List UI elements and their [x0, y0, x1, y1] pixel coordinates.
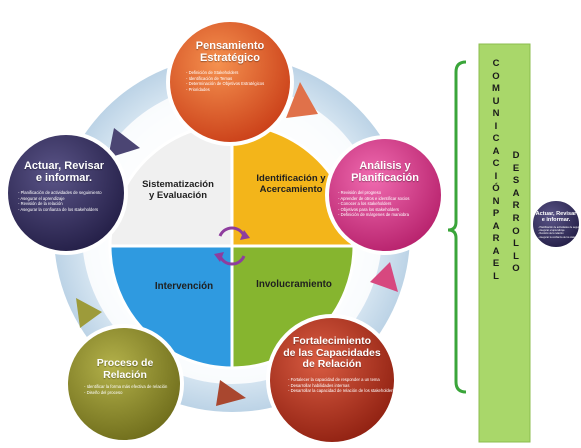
bullet-item: Aprender de otros e identificar socios [338, 196, 409, 202]
mini-bubble-title: Actuar, Revisar e informar. [535, 211, 577, 224]
vertical-letter: E [512, 162, 520, 174]
bullet-item: Planificación de actividades de seguimie… [18, 190, 102, 196]
vertical-letter: R [512, 212, 520, 224]
vertical-letter: D [512, 150, 520, 161]
bullet-item: Identificación de Temas [186, 76, 264, 82]
cycle-arrowhead-top [240, 230, 250, 240]
vertical-letter: O [512, 263, 520, 275]
bullet-item: Definición de márgenes de maniobra [338, 212, 409, 218]
green-bracket [447, 60, 467, 394]
vertical-letter: C [492, 158, 500, 169]
bullet-item: Fortalecer la capacidad de responder a u… [288, 377, 395, 383]
label-involucramiento: Involucramiento [256, 279, 332, 290]
title-actuar: Actuar, Revisar e informar. [23, 160, 105, 185]
vertical-letter: A [492, 220, 500, 232]
vertical-letter: L [493, 270, 499, 282]
title-proceso: Proceso de Relación [96, 357, 154, 381]
list-proceso: Identificar la forma más efectiva de rel… [84, 384, 168, 396]
vertical-letter: A [492, 245, 500, 257]
vertical-letter: O [512, 225, 520, 237]
label-sistematizacion: Sistematización y Evaluación [142, 179, 214, 201]
bullet-item: Planificación de actividades de seguimie… [538, 226, 581, 229]
vertical-letter: C [492, 133, 500, 144]
list-actuar: Planificación de actividades de seguimie… [18, 190, 102, 213]
arrow-triangle-2 [370, 262, 398, 292]
list-analisis: Revisión del progresoAprender de otros e… [338, 190, 409, 218]
arrow-triangle-3 [216, 380, 246, 406]
bullet-item: Asegurar la confianza de los stakeholder… [538, 236, 581, 239]
arrow-triangle-5 [108, 128, 140, 158]
bullet-item: Desarrollar la capacidad de relación de … [288, 388, 395, 394]
title-analisis: Análisis y Planificación [351, 160, 419, 185]
vertical-letter: A [492, 145, 500, 157]
vertical-letter: A [512, 187, 520, 199]
bullet-item: Objetivos para los stakeholders [338, 207, 409, 213]
cycle-arrowhead-bottom [214, 252, 224, 262]
title-fortalecimiento: Fortalecimiento de las Capacidades de Re… [283, 335, 381, 371]
arrow-triangle-1 [286, 82, 318, 118]
vertical-letter: N [492, 195, 500, 207]
vertical-letter: L [513, 238, 519, 250]
bullet-item: Conocer a los stakeholders [338, 201, 409, 207]
label-identificacion: Identificación y Acercamiento [256, 173, 326, 195]
bullet-item: Revisión del progreso [338, 190, 409, 196]
bullet-item: Determinación de Objetivos Estratégicos [186, 81, 265, 87]
bullet-item: Asegurar el aprendizaje [538, 229, 581, 232]
bullet-item: Asegurar el aprendizaje [18, 196, 102, 202]
list-mini-bubble: Planificación de actividades de seguimie… [538, 226, 581, 239]
vertical-letter: I [494, 170, 498, 182]
mini-bubble-actuar [531, 199, 581, 249]
list-pensamiento: Definición de StakeholdersIdentificación… [186, 70, 265, 93]
arrow-triangle-4 [76, 298, 102, 328]
bullet-item: Identificar la forma más efectiva de rel… [84, 384, 168, 390]
communication-bar [478, 43, 531, 443]
vertical-letter: I [494, 120, 498, 132]
vertical-letter: R [512, 200, 520, 212]
bullet-item: Definición de Stakeholders [186, 70, 264, 76]
vertical-letter: O [492, 70, 500, 82]
label-intervencion: Intervención [154, 281, 214, 292]
bullet-item: Revisión de la relación [538, 232, 581, 235]
center-cycle-icon [218, 226, 246, 266]
bullet-item: Diseño del proceso [84, 390, 167, 396]
vertical-letter: N [492, 108, 500, 119]
vertical-letter: U [492, 95, 500, 107]
vertical-letter: L [513, 250, 519, 262]
bullet-item: Prioridades [186, 87, 264, 93]
vertical-letter: C [492, 58, 500, 69]
bullet-item: Asegurar la confianza de los stakeholder… [18, 207, 102, 213]
vertical-letter: Ó [492, 183, 500, 194]
vertical-letter: S [512, 175, 520, 187]
bullet-item: Desarrollar habilidades internas [288, 383, 395, 389]
title-pensamiento: Pensamiento Estratégico [195, 40, 265, 65]
vertical-letter: M [492, 83, 500, 94]
list-fortalecimiento: Fortalecer la capacidad de responder a u… [288, 377, 395, 394]
bullet-item: Revisión de la relación [18, 201, 102, 207]
vertical-letter: R [492, 233, 500, 244]
vertical-letter: E [492, 258, 500, 269]
vertical-letter: P [492, 208, 500, 219]
